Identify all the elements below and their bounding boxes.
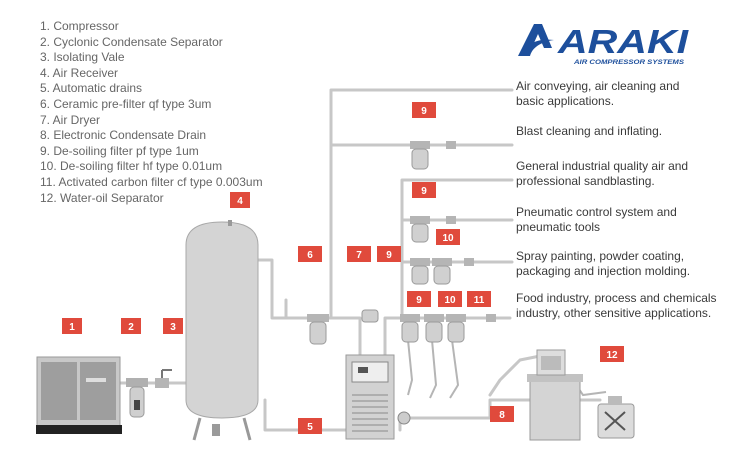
application-text: General industrial quality air and — [516, 159, 689, 173]
legend-item: 9. De-soiling filter pf type 1um — [40, 143, 199, 158]
legend-item: 4. Air Receiver — [40, 65, 119, 80]
filter-icon-spray-2 — [432, 258, 452, 285]
marker-11: 11 — [467, 291, 491, 307]
marker-7: 7 — [347, 246, 371, 262]
filter-icon-blast — [410, 141, 430, 170]
cyclonic-separator-icon — [126, 378, 148, 418]
legend-item: 10. De-soiling filter hf type 0.01um — [40, 159, 223, 174]
marker-10-spray: 10 — [436, 229, 460, 245]
application-pneumatic-control: Pneumatic control system and pneumatic t… — [516, 205, 677, 235]
marker-9-label: 9 — [421, 186, 427, 197]
brand-name: ARAKI — [557, 23, 689, 60]
marker-3: 3 — [163, 318, 183, 334]
marker-11-label: 11 — [474, 295, 485, 306]
application-food-industry: Food industry, process and chemicals ind… — [516, 291, 717, 321]
marker-6: 6 — [298, 246, 322, 262]
air-dryer-icon — [345, 309, 395, 440]
application-text: pneumatic tools — [516, 220, 601, 234]
marker-9-label: 9 — [386, 250, 392, 261]
marker-8: 8 — [490, 406, 514, 422]
air-receiver-tank-icon — [185, 220, 259, 441]
marker-10-label: 10 — [444, 295, 456, 306]
application-spray-painting: Spray painting, powder coating, packagin… — [516, 249, 690, 279]
marker-4-label: 4 — [237, 196, 243, 207]
application-text: Air conveying, air cleaning and — [516, 79, 680, 93]
marker-1-label: 1 — [69, 322, 75, 333]
filter-icon-spray-1 — [410, 258, 430, 285]
component-legend: 1. Compressor 2. Cyclonic Condensate Sep… — [40, 19, 263, 206]
legend-item: 1. Compressor — [40, 19, 119, 33]
marker-6-label: 6 — [307, 250, 313, 261]
application-text: professional sandblasting. — [516, 174, 655, 188]
filter-icon-food-1 — [400, 314, 420, 343]
compressor-icon — [36, 356, 122, 434]
legend-item: 6. Ceramic pre-filter qf type 3um — [40, 96, 212, 111]
water-oil-separator-icon — [527, 349, 635, 441]
marker-4: 4 — [230, 192, 250, 208]
marker-12: 12 — [600, 346, 624, 362]
legend-item: 2. Cyclonic Condensate Separator — [40, 34, 223, 49]
application-text: packaging and injection molding. — [516, 264, 691, 278]
marker-9-general: 9 — [412, 182, 436, 198]
outlet-valves — [446, 141, 496, 322]
marker-5: 5 — [298, 418, 322, 434]
application-text: industry, other sensitive applications. — [516, 306, 712, 320]
marker-2-label: 2 — [128, 322, 134, 333]
application-general-industrial: General industrial quality air and profe… — [516, 159, 688, 189]
legend-item: 7. Air Dryer — [40, 112, 101, 127]
isolating-valve-icon — [155, 369, 172, 388]
filter-icon-food-2 — [424, 314, 444, 343]
marker-1: 1 — [62, 318, 82, 334]
marker-9-blast: 9 — [412, 102, 436, 118]
filter-icon-food-3 — [446, 314, 466, 343]
araki-logo-mark-icon — [518, 24, 554, 56]
marker-3-label: 3 — [170, 322, 176, 333]
marker-9-food: 9 — [407, 291, 431, 307]
marker-9-label: 9 — [421, 106, 427, 117]
marker-8-label: 8 — [499, 410, 505, 421]
application-text: Food industry, process and chemicals — [516, 291, 717, 305]
marker-9-spray: 9 — [377, 246, 401, 262]
filter-icon-pneumatic — [410, 216, 430, 243]
legend-item: 12. Water-oil Separator — [40, 190, 164, 205]
marker-10-label: 10 — [442, 233, 454, 244]
application-text: Pneumatic control system and — [516, 205, 677, 219]
legend-item: 8. Electronic Condensate Drain — [40, 128, 207, 143]
marker-10-food: 10 — [438, 291, 462, 307]
application-text: basic applications. — [516, 94, 615, 108]
marker-5-label: 5 — [307, 422, 313, 433]
araki-logo: ARAKI AIR COMPRESSOR SYSTEMS — [518, 23, 689, 66]
legend-item: 3. Isolating Vale — [40, 50, 125, 65]
marker-12-label: 12 — [606, 350, 618, 361]
application-text: Blast cleaning and inflating. — [516, 124, 663, 138]
pre-filter-icon — [307, 314, 329, 345]
brand-tagline: AIR COMPRESSOR SYSTEMS — [573, 59, 685, 66]
condensate-drain-icon — [397, 411, 411, 425]
marker-7-label: 7 — [356, 250, 362, 261]
application-air-conveying: Air conveying, air cleaning and basic ap… — [516, 79, 679, 109]
legend-item: 11. Activated carbon filter cf type 0.00… — [40, 174, 263, 189]
application-blast-cleaning: Blast cleaning and inflating. — [516, 124, 662, 139]
marker-9-label: 9 — [416, 295, 422, 306]
legend-item: 5. Automatic drains — [40, 81, 143, 96]
number-markers: 1 2 3 4 5 6 7 8 9 9 9 9 10 10 11 12 — [62, 102, 624, 434]
marker-2: 2 — [121, 318, 141, 334]
application-text: Spray painting, powder coating, — [516, 249, 685, 263]
